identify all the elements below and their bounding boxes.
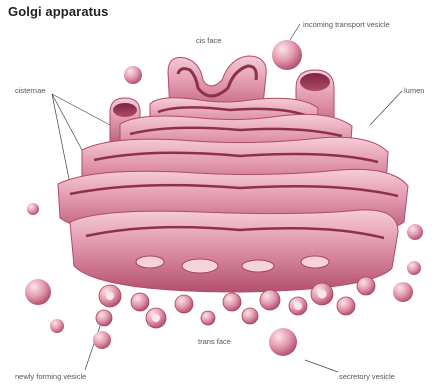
newly-forming-vesicle-shape xyxy=(93,331,111,349)
trans-cisterna xyxy=(70,210,398,292)
incoming-vesicle-shape xyxy=(272,40,302,70)
